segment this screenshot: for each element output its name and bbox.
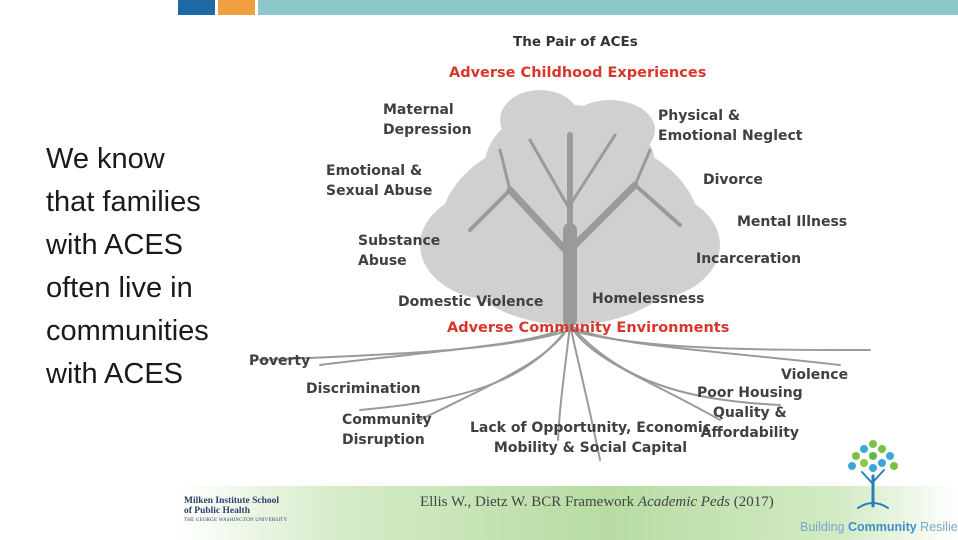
label-line: Mobility & Social Capital [493,440,688,456]
label-physical-neglect: Physical & Emotional Neglect [658,106,802,146]
label-line: Disruption [342,432,425,448]
label-line: Depression [383,122,472,138]
body-line: often live in [46,272,193,304]
body-line: communities [46,315,209,347]
label-community-disruption: Community Disruption [342,410,432,450]
bcr-tree-logo [848,440,898,509]
citation-journal: Academic Peds [637,494,730,510]
label-line: Poor Housing [697,385,803,401]
label-mental-illness: Mental Illness [737,214,848,230]
bcr-word: Building [800,520,848,534]
logo-line: THE GEORGE WASHINGTON UNIVERSITY [184,518,288,523]
bcr-wordmark: Building Community Resilience [800,520,958,534]
top-bar-orange [218,0,255,15]
label-emotional-abuse: Emotional & Sexual Abuse [326,161,432,201]
logo-line: of Public Health [184,506,250,516]
label-poor-housing: Poor Housing Quality & Affordability [697,383,803,443]
diagram-title: The Pair of ACEs [513,34,638,50]
bcr-word: Resilience [920,520,958,534]
heading-adverse-community: Adverse Community Environments [447,320,730,336]
label-line: Lack of Opportunity, Economic [470,420,712,436]
body-line: with ACES [46,358,183,390]
label-line: Substance [358,233,441,249]
label-incarceration: Incarceration [696,251,802,267]
top-bar-teal [258,0,958,15]
label-lack-opportunity: Lack of Opportunity, Economic Mobility &… [470,418,711,458]
milken-logo: Milken Institute School of Public Health… [184,496,287,526]
body-line: with ACES [46,229,183,261]
citation-authors: Ellis W., Dietz W. BCR Framework [420,494,638,510]
slide-body-text: We know that families with ACES often li… [46,138,246,396]
label-substance-abuse: Substance Abuse [358,231,440,271]
bcr-word: Community [847,520,917,534]
label-homelessness: Homelessness [592,291,705,307]
label-maternal-depression: Maternal Depression [383,100,472,140]
label-poverty: Poverty [249,353,311,369]
footer-band [178,486,958,540]
label-line: Affordability [700,425,800,441]
label-line: Community [342,412,432,428]
label-violence: Violence [781,367,849,383]
citation-year: (2017) [729,494,774,510]
label-domestic-violence: Domestic Violence [398,294,544,310]
label-line: Maternal [383,102,454,118]
label-divorce: Divorce [703,172,763,188]
label-line: Quality & [712,405,787,421]
body-line: We know [46,143,165,175]
label-line: Physical & [658,108,741,124]
body-line: that families [46,186,201,218]
label-discrimination: Discrimination [306,381,421,397]
label-line: Emotional Neglect [658,128,803,144]
label-line: Emotional & [326,163,423,179]
logo-line: Milken Institute School [184,496,280,506]
label-line: Sexual Abuse [326,183,433,199]
tree-illustration [259,90,871,461]
heading-adverse-childhood: Adverse Childhood Experiences [449,65,707,81]
label-line: Abuse [358,253,407,269]
top-bar-blue [178,0,215,15]
citation: Ellis W., Dietz W. BCR Framework Academi… [420,494,774,511]
